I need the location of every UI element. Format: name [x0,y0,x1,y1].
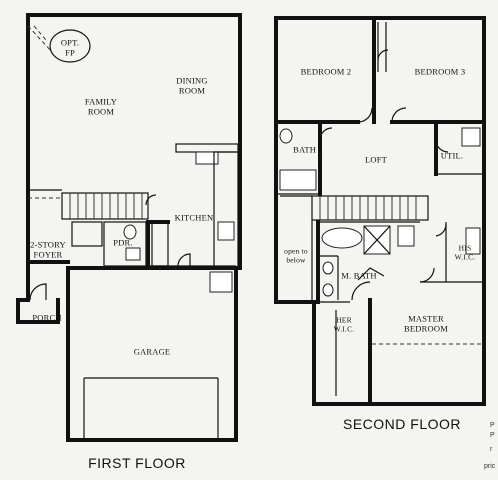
fireplace-label: OPT.FP [60,37,80,57]
porch-label: PORCH [32,312,62,323]
bedroom-2-label: BEDROOM 2 [300,66,352,77]
first-floor-plan [16,13,242,442]
edge-note: P [490,432,495,439]
bedroom-3-label: BEDROOM 3 [414,66,466,77]
edge-note: P [490,422,495,429]
edge-note: pric [484,463,496,470]
second-floor-title: SECOND FLOOR [342,416,462,432]
garage-label: GARAGE [133,346,171,357]
edge-note: r [490,446,493,453]
first-floor-title: FIRST FLOOR [88,455,186,471]
util-label: UTIL. [440,150,464,161]
master-bath-label: M. BATH [341,270,377,281]
kitchen-label: KITCHEN [174,212,214,223]
powder-room-label: PDR. [113,237,133,248]
bath-2-label: BATH 2 [293,144,323,155]
loft-label: LOFT [364,154,388,165]
second-floor-plan [274,16,486,406]
